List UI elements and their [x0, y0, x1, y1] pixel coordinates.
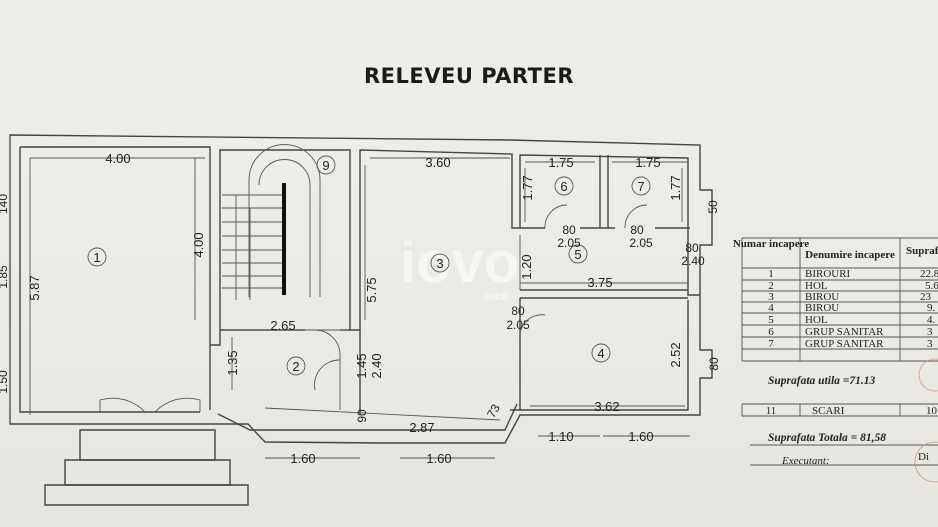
dim-3-60: 3.60: [425, 155, 450, 170]
table-header-numar: Numar incapere: [733, 238, 809, 250]
dim-2-40-b: 2.40: [681, 254, 705, 268]
table-row-5-name: HOL: [805, 314, 828, 326]
dim-140: 140: [0, 194, 10, 214]
dimension-lines: [29, 157, 690, 459]
dimension-labels: 4.00 3.60 1.75 1.75 2.65 2.87 1.60 1.60 …: [105, 151, 705, 466]
dim-80-c: 80: [685, 241, 699, 255]
dim-2-87: 2.87: [409, 420, 434, 435]
dim-80-a: 80: [562, 223, 576, 237]
staircase: [222, 144, 321, 300]
dim-1-75-b: 1.75: [635, 155, 660, 170]
room-3-number: 3: [436, 256, 443, 271]
area-table: Numar incapere Denumire incapere Suprafa…: [733, 237, 938, 483]
dim-73: 73: [484, 401, 503, 420]
table-row-1-area: 22.8: [920, 268, 938, 280]
dim-1-60-c: 1.60: [628, 429, 653, 444]
room-5-number: 5: [574, 247, 581, 262]
room-markers: 1 2 3 4 5 6 7 9: [87, 155, 651, 376]
room-4-number: 4: [597, 346, 604, 361]
dim-1-77-a: 1.77: [520, 175, 535, 200]
table-row-1-nr: 1: [768, 268, 774, 280]
table-header-suprafata: Suprafata utila (: [906, 245, 938, 257]
room-6-number: 6: [560, 179, 567, 194]
table-row-2-nr: 2: [768, 280, 774, 292]
suprafata-totala: Suprafata Totala = 81,58: [768, 432, 886, 444]
table-di-label: Di: [918, 451, 929, 463]
table-row-2-area: 5.6: [925, 280, 938, 292]
dim-4-00-vertical: 4.00: [191, 232, 206, 257]
table-header-denumire: Denumire incapere: [805, 249, 895, 261]
suprafata-utila: Suprafata utila =71.13: [768, 375, 875, 387]
room-7-number: 7: [637, 179, 644, 194]
dim-1-60-b: 1.60: [426, 451, 451, 466]
entrance-steps: [44, 429, 249, 506]
table-row-6-nr: 6: [768, 326, 774, 338]
dim-50: 50: [706, 200, 720, 214]
table-row-5-nr: 5: [768, 314, 774, 326]
table-row-3-name: BIROU: [805, 291, 839, 303]
table-row-3-area: 23: [920, 291, 932, 303]
dim-2-65: 2.65: [270, 318, 295, 333]
dim-80-d: 80: [511, 304, 525, 318]
dim-80-b: 80: [630, 223, 644, 237]
dim-4-00-top: 4.00: [105, 151, 130, 166]
table-row-7-name: GRUP SANITAR: [805, 338, 884, 350]
dim-90: 90: [355, 409, 369, 423]
table-row-5-area: 4.: [927, 314, 936, 326]
room-2-number: 2: [292, 359, 299, 374]
dim-1-10: 1.10: [548, 429, 573, 444]
table-row-4-area: 9.: [927, 302, 936, 314]
table-row-7-area: 3: [927, 338, 933, 350]
table-row-3-nr: 3: [768, 291, 774, 303]
table-row-2-name: HOL: [805, 280, 828, 292]
table-row-scari-name: SCARI: [812, 405, 845, 417]
dim-80-e: 80: [707, 357, 721, 371]
dim-1-77-b: 1.77: [668, 175, 683, 200]
table-row-6-area: 3: [927, 326, 933, 338]
watermark-sub: estat: [484, 291, 508, 303]
dim-2-05-c: 2.05: [506, 318, 530, 332]
dim-1-35: 1.35: [225, 350, 240, 375]
dim-1-20: 1.20: [519, 254, 534, 279]
dim-1-60-a: 1.60: [290, 451, 315, 466]
table-row-scari-area: 10: [926, 405, 938, 417]
dim-3-62: 3.62: [594, 399, 619, 414]
table-row-7-nr: 7: [768, 338, 774, 350]
dim-2-52: 2.52: [668, 342, 683, 367]
watermark-logo: iovo: [400, 230, 519, 295]
dim-5-75: 5.75: [364, 277, 379, 302]
table-row-1-name: BIROURI: [805, 268, 851, 280]
table-row-4-nr: 4: [768, 302, 774, 314]
page-title: RELEVEU PARTER: [364, 64, 574, 88]
table-row-scari-nr: 11: [766, 405, 777, 417]
room-1-number: 1: [93, 250, 100, 265]
executant-label: Executant:: [781, 455, 830, 467]
table-row-4-name: BIROU: [805, 302, 839, 314]
room-9-number: 9: [322, 158, 329, 173]
dim-1-75-a: 1.75: [548, 155, 573, 170]
dim-2-05-b: 2.05: [629, 236, 653, 250]
dim-3-75: 3.75: [587, 275, 612, 290]
dimension-labels-vertical: 5.87 4.00 140 1.85 1.50 1.35 5.75 1.45 2…: [0, 175, 721, 422]
dim-1-85: 1.85: [0, 265, 10, 289]
table-row-6-name: GRUP SANITAR: [805, 326, 884, 338]
dim-1-45: 1.45: [354, 353, 369, 378]
dim-2-40-a: 2.40: [369, 353, 384, 378]
dim-2-05-a: 2.05: [557, 236, 581, 250]
dim-5-87: 5.87: [27, 275, 42, 300]
dim-1-50: 1.50: [0, 370, 10, 394]
